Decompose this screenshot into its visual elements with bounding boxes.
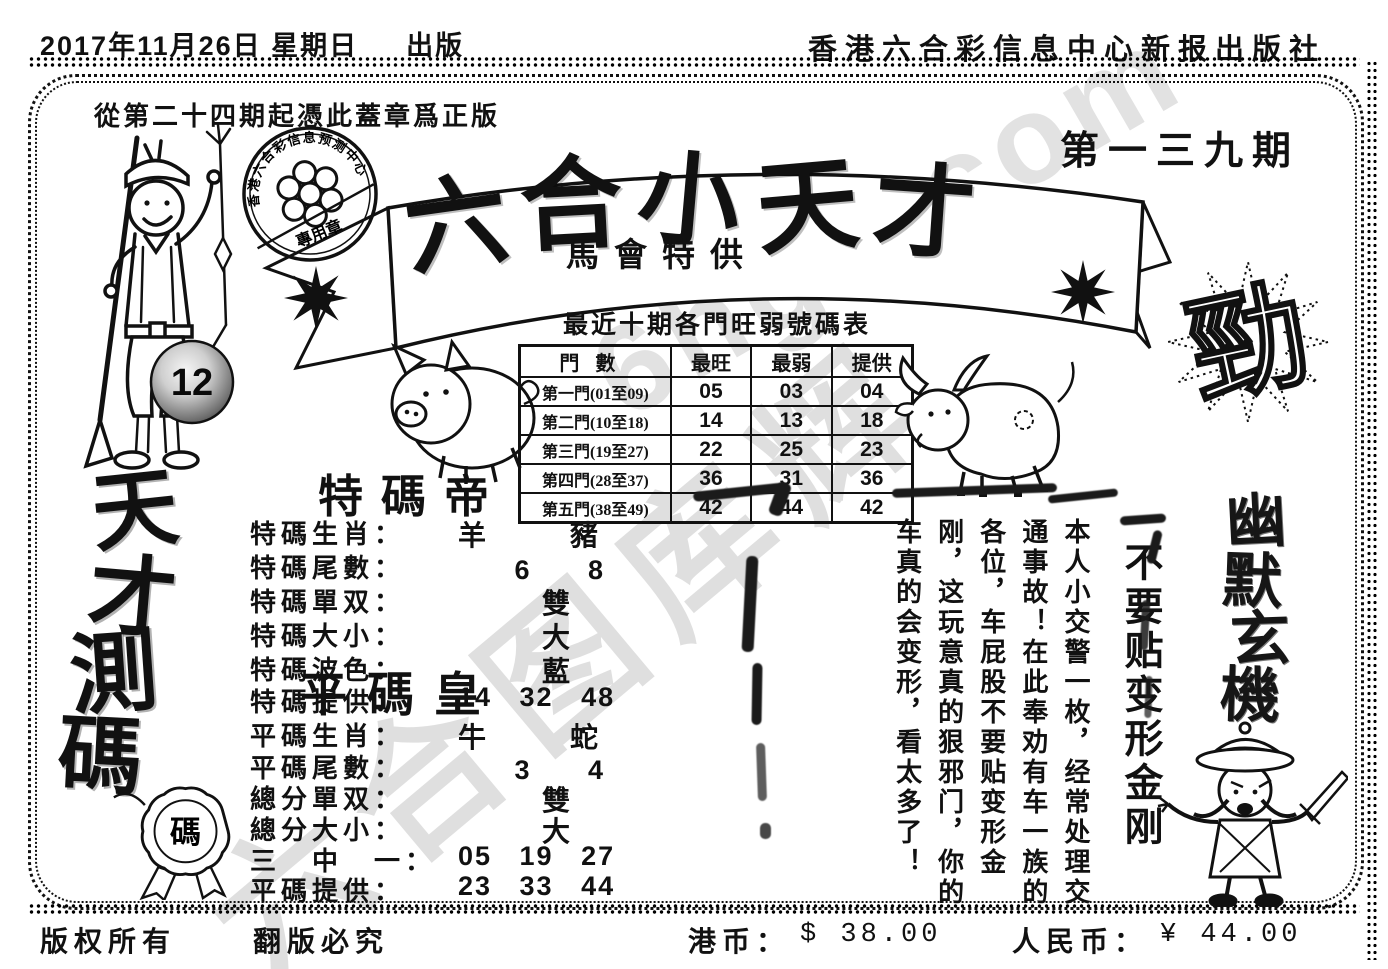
rmb-label: 人民币： <box>1012 927 1149 958</box>
compass-star-icon <box>284 266 348 330</box>
table-header-row: 門數 最旺 最弱 提供 <box>518 344 914 378</box>
special-row: 特碼大小： 大 <box>250 622 571 654</box>
joke-body: 本人小交警一枚，经常处理交通事故！在此奉劝有车一族的各位，车屁股不要贴变形金刚，… <box>892 518 1090 908</box>
table-title: 最近十期各門旺弱號碼表 <box>562 312 871 339</box>
table-row: 第三門(19至27) 22 25 23 <box>518 434 914 465</box>
ping-row: 平碼生肖： 牛 蛇 <box>250 722 599 754</box>
ping-row: 平碼尾數： 3 4 <box>250 754 606 785</box>
ink-smudge <box>1144 675 1153 719</box>
special-row: 特碼生肖： 羊 豬 <box>250 520 599 552</box>
col-hot: 最旺 <box>669 344 753 378</box>
ball-number: 12 <box>171 362 213 404</box>
ping-row: 三 中 一： 05 19 27 <box>250 841 616 876</box>
page-frame-inner <box>35 81 1357 903</box>
masthead-subtitle: 馬會特供 <box>566 236 758 273</box>
piracy-notice: 翻版必究 <box>253 927 390 958</box>
ping-king-title: 平碼皇 <box>300 670 501 722</box>
joke-title: 不要贴变形金刚 <box>1119 542 1162 850</box>
lottery-ball <box>149 339 235 425</box>
stamp-flower-icon <box>276 160 344 228</box>
table-row: 第五門(38至49) 42 44 42 <box>518 492 914 524</box>
title-char: 六 <box>398 163 515 290</box>
hot-cold-table: 門數 最旺 最弱 提供 第一門(01至09) 05 03 04 第二門(10至1… <box>518 344 914 524</box>
ribbon-band <box>386 172 1145 351</box>
right-calligraphy-char: 默 <box>1220 547 1284 617</box>
title-banner-ribbon <box>262 172 1173 371</box>
page-edge-dots <box>1366 60 1377 960</box>
copyright-text: 版权所有 <box>40 927 177 958</box>
ink-smudge <box>760 823 771 839</box>
hunter-illustration: 12 <box>83 123 235 470</box>
ping-row: 總分大小： 大 <box>250 816 571 848</box>
rosette-badge: 碼 <box>113 786 231 900</box>
special-row: 特碼尾數： 6 8 <box>250 554 606 585</box>
ink-smudge <box>751 662 763 726</box>
burst-character: 勁 <box>1177 268 1320 421</box>
authenticity-note: 從第二十四期起憑此蓋章爲正版 <box>94 102 501 131</box>
issue-number: 第一三九期 <box>1060 130 1301 173</box>
table-row: 第二門(10至18) 14 13 18 <box>518 405 914 436</box>
header-separator <box>28 56 1360 68</box>
title-char: 天 <box>751 147 864 270</box>
joke-article: 不要贴变形金刚 本人小交警一枚，经常处理交通事故！在此奉劝有车一族的各位，车屁股… <box>846 518 1168 912</box>
left-calligraphy-char: 天 <box>87 458 183 564</box>
hot-cold-section: 最近十期各門旺弱號碼表 門數 最旺 最弱 提供 第一門(01至09) 05 03… <box>518 305 916 524</box>
rmb-price: ¥ 44.00 <box>1160 920 1302 950</box>
ping-row: 總分單双： 雙 <box>250 785 571 817</box>
title-char: 才 <box>869 154 979 275</box>
right-calligraphy-char: 幽 <box>1224 487 1288 557</box>
ping-row: 平碼提供： 23 33 44 <box>250 871 616 906</box>
hkd-price: $ 38.00 <box>800 920 942 950</box>
pig-illustration <box>390 338 540 484</box>
table-row: 第一門(01至09) 05 03 04 <box>518 376 914 407</box>
col-cold: 最弱 <box>750 344 833 378</box>
power-burst: 勁 <box>1167 261 1329 423</box>
special-row: 特碼單双： 雙 <box>250 588 571 620</box>
footer-separator <box>28 903 1360 915</box>
hkd-label: 港币： <box>688 927 791 958</box>
special-row: 特碼提供： 14 32 48 <box>250 682 616 717</box>
starburst-icon <box>1167 261 1329 423</box>
special-row: 特碼波色： 藍 <box>250 656 571 688</box>
badge-character: 碼 <box>170 815 201 850</box>
col-gate: 門數 <box>518 344 672 378</box>
ox-illustration <box>894 353 1075 497</box>
compass-star-icon <box>1051 260 1115 324</box>
left-calligraphy-char: 測 <box>66 624 162 727</box>
special-king-title: 特碼帝 <box>318 472 508 522</box>
warrior-illustration <box>1157 721 1348 907</box>
